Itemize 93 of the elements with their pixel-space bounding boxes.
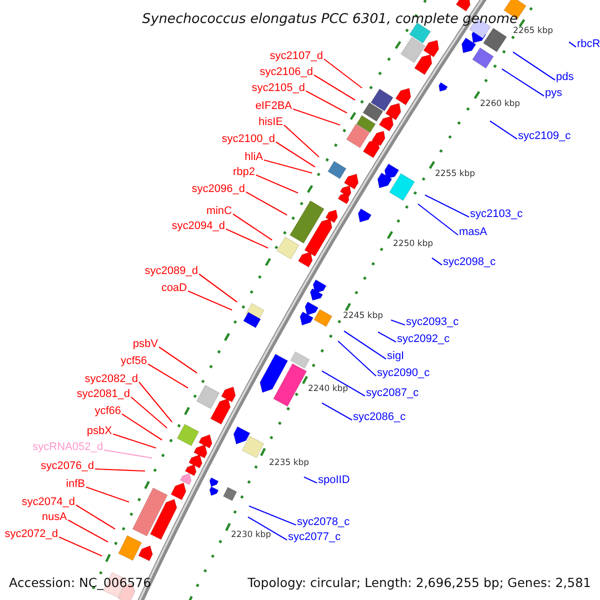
gene-label: nusA — [42, 510, 67, 524]
gene-label: sigI — [387, 349, 404, 363]
gene-label: sycRNA052_d — [32, 440, 103, 454]
leader-line — [148, 364, 188, 388]
leader-line — [314, 74, 356, 100]
scale-tick-label: 2245 kbp — [343, 311, 384, 322]
leader-line — [418, 204, 458, 236]
accession-note: Accession: NC_006576 — [9, 575, 152, 591]
leader-line — [112, 433, 156, 449]
leader-line — [322, 370, 366, 396]
leader-line — [264, 159, 312, 174]
leader-line — [284, 124, 320, 158]
title: Synechococcus elongatus PCC 6301, complete genome — [141, 10, 518, 27]
leader-line — [338, 340, 376, 376]
leader-line — [568, 42, 576, 48]
gene-label: syc2089_d — [144, 264, 198, 278]
gene-label: syc2082_d — [84, 372, 138, 386]
leader-line — [158, 346, 198, 374]
leader-line — [490, 120, 518, 140]
gene-label: syc2093_c — [406, 315, 459, 329]
gene-label: syc2096_d — [192, 182, 245, 196]
gene-label: syc2109_c — [518, 129, 571, 143]
scale-tick-label: 2260 kbp — [480, 99, 520, 110]
gene-label: infB — [66, 477, 85, 491]
gene-label: coaD — [161, 281, 187, 295]
leader-line — [130, 396, 168, 428]
scale-tick-label: 2240 kbp — [308, 384, 348, 395]
gene-label: psbV — [132, 337, 158, 351]
leader-line — [424, 194, 470, 218]
gene-label: syc2072_d — [4, 527, 58, 541]
gene-label: rbp2 — [232, 165, 255, 179]
gene-label: masA — [459, 225, 488, 239]
gene-label: syc2086_c — [353, 410, 406, 424]
gene-label: eIF2BA — [255, 99, 292, 113]
gene-label: ycf66 — [94, 404, 121, 418]
leader-line — [344, 330, 386, 360]
leader-line — [276, 142, 316, 168]
gene-label: pds — [556, 70, 574, 84]
leader-line — [138, 382, 172, 422]
leader-line — [248, 516, 288, 540]
leader-line — [292, 108, 340, 126]
leader-line — [104, 449, 152, 459]
gene-label: syc2078_c — [297, 515, 350, 529]
leader-line — [86, 486, 130, 503]
gene-label: syc2090_c — [377, 366, 430, 380]
gene-label: syc2100_d — [222, 132, 275, 146]
leader-line — [68, 520, 108, 542]
gene-label: syc2081_d — [76, 387, 130, 401]
scale-tick-label: 2230 kbp — [231, 530, 272, 541]
leader-line — [256, 174, 298, 194]
gene-label: hliA — [244, 150, 263, 164]
gene-label: rbcR — [577, 37, 600, 51]
leader-line — [226, 228, 268, 248]
gene-label: syc2092_c — [397, 332, 450, 346]
leader-line — [322, 402, 352, 420]
leader-line — [198, 274, 238, 302]
scale-tick-label: 2265 kbp — [513, 26, 554, 37]
gene-label: syc2076_d — [40, 459, 94, 473]
leader-line — [378, 332, 396, 342]
leader-line — [246, 192, 288, 216]
gene-label: ycf56 — [120, 354, 147, 368]
leader-line — [432, 258, 442, 266]
leader-line — [94, 468, 146, 472]
scale-tick-label: 2235 kbp — [269, 458, 310, 469]
gene-label: hisIE — [258, 115, 283, 129]
gene-label: syc2094_d — [172, 219, 225, 233]
gene-label: syc2105_d — [252, 81, 305, 95]
leader-line — [390, 319, 406, 326]
gene-label: pys — [545, 86, 562, 100]
gene-label: spoIID — [318, 473, 350, 487]
leader-line — [306, 90, 348, 114]
gene-label: minC — [206, 204, 232, 218]
gene-label: syc2074_d — [22, 495, 75, 509]
leader-line — [232, 214, 272, 240]
leader-line — [512, 52, 556, 80]
leader-line — [188, 290, 232, 310]
leader-line — [324, 58, 362, 88]
gene-label: syc2107_d — [270, 49, 323, 63]
leader-line — [248, 506, 296, 526]
gene-label: syc2103_c — [470, 207, 523, 221]
gene-label: syc2098_c — [443, 255, 496, 269]
genome-summary-note: Topology: circular; Length: 2,696,255 bp; Genes: 2,581 — [248, 575, 591, 591]
leader-line — [76, 504, 116, 530]
gene-label: syc2087_c — [366, 386, 419, 400]
leader-line — [58, 536, 102, 556]
leader-line — [502, 68, 544, 96]
leader-line — [122, 414, 162, 440]
scale-tick-label: 2250 kbp — [393, 239, 434, 250]
scale-tick-label: 2255 kbp — [435, 169, 476, 180]
gene-label: psbX — [86, 424, 112, 438]
gene-label: syc2106_d — [260, 65, 313, 79]
gene-label: syc2077_c — [288, 530, 341, 544]
leader-line — [304, 476, 318, 484]
